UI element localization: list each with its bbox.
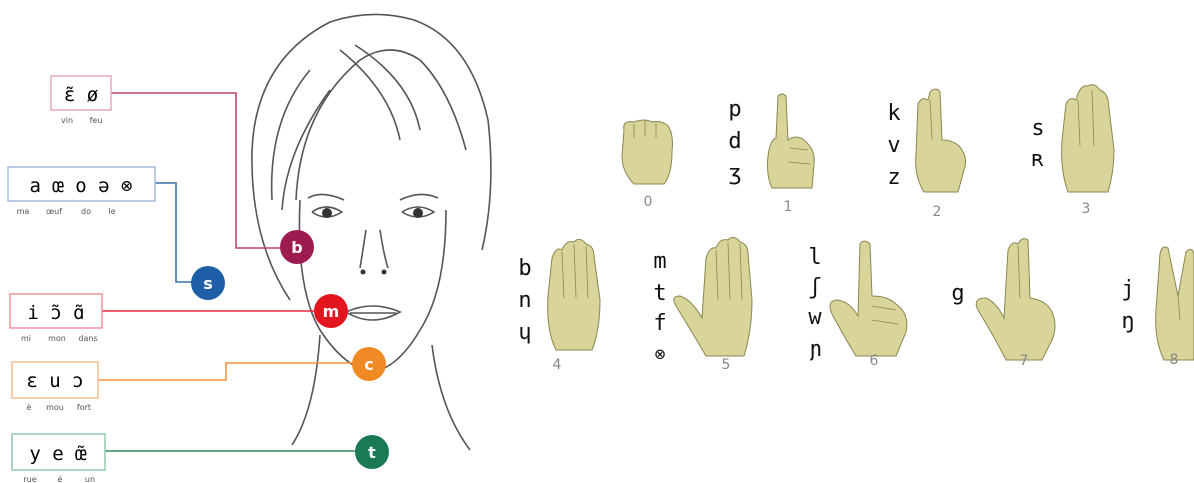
consonant: w (808, 305, 822, 330)
handshape-2 (916, 89, 966, 192)
position-m: m (314, 294, 348, 328)
position-letter: s (203, 274, 213, 293)
vowel-symbols-b: ɛ̃ ø (64, 84, 98, 106)
handshape-6 (830, 241, 907, 356)
position-letter: c (364, 355, 373, 374)
vowel-box-b: ɛ̃ ø vin feu (51, 76, 111, 125)
vowel-word: un (85, 475, 95, 483)
consonant: ʀ (1031, 147, 1044, 172)
consonant: p (728, 97, 741, 122)
handshape-8 (1156, 247, 1194, 360)
handshape-5 (674, 237, 752, 356)
consonant: s (1031, 116, 1044, 141)
consonant: f (653, 311, 666, 336)
handshape-number: 6 (870, 353, 879, 369)
consonant: n (518, 288, 531, 313)
consonant: k (887, 101, 900, 126)
left-eye-pupil (322, 208, 332, 218)
vowel-word: vin (61, 116, 73, 125)
vowel-box-m: i ɔ̃ ɑ̃ mi mon dans (10, 294, 102, 343)
position-letter: b (291, 238, 302, 257)
vowel-word: mou (46, 403, 64, 412)
vowel-word: é (58, 474, 63, 483)
vowel-word: mon (48, 334, 66, 343)
handshape-0 (622, 120, 673, 184)
position-letter: t (368, 443, 376, 462)
consonant: b (518, 256, 531, 281)
handshape-4 (548, 239, 600, 350)
vowel-word: rue (23, 475, 36, 483)
connector-s (155, 183, 208, 282)
face-drawing (252, 14, 491, 450)
vowel-word: feu (90, 116, 103, 125)
consonant: ɥ (518, 320, 531, 345)
vowel-symbols-s: a œ o ə ⊗ (30, 175, 133, 197)
vowel-word: do (81, 207, 91, 216)
consonant: ⊗ (655, 344, 666, 365)
position-letter: m (323, 302, 340, 321)
vowel-word: mi (21, 334, 31, 343)
consonant: j (1121, 277, 1134, 302)
handshape-number: 1 (784, 199, 793, 215)
consonant: t (653, 281, 666, 306)
handshape-number: 7 (1020, 353, 1029, 369)
handshape-number: 3 (1082, 201, 1091, 217)
consonant: ŋ (1121, 309, 1134, 334)
position-c: c (352, 347, 386, 381)
consonant: ɲ (808, 337, 821, 362)
consonant: l (808, 245, 821, 270)
right-nostril (382, 270, 387, 275)
left-nostril (361, 270, 366, 275)
vowel-symbols-m: i ɔ̃ ɑ̃ (27, 302, 84, 324)
vowel-word: œuf (46, 207, 62, 216)
vowel-symbols-c: ɛ u ɔ (26, 370, 83, 392)
position-t: t (355, 435, 389, 469)
consonant: m (653, 249, 666, 274)
consonant: ʃ (808, 275, 821, 300)
right-eye-pupil (413, 208, 423, 218)
handshape-number: 8 (1170, 352, 1179, 368)
vowel-word: fort (77, 403, 91, 412)
consonant: g (951, 281, 964, 306)
handshape-number: 0 (644, 194, 653, 210)
vowel-box-c: ɛ u ɔ è mou fort (12, 362, 98, 412)
position-s: s (191, 266, 225, 300)
handshape-number: 2 (933, 204, 942, 220)
vowel-word: è (27, 402, 32, 412)
vowel-box-t: y e œ̃ rue é un (12, 434, 105, 483)
position-b: b (280, 230, 314, 264)
handshape-7 (976, 239, 1055, 360)
handshape-number: 4 (553, 357, 562, 373)
vowel-word: dans (78, 334, 97, 343)
vowel-word: le (108, 207, 115, 216)
handshape-3 (1062, 85, 1114, 192)
consonant: d (728, 129, 741, 154)
consonant: ʒ (728, 161, 741, 186)
connector-c (98, 363, 368, 380)
consonant: v (887, 133, 900, 158)
vowel-word: ma (17, 207, 30, 216)
handshape-number: 5 (722, 357, 731, 373)
vowel-symbols-t: y e œ̃ (29, 443, 87, 465)
handshape-1 (768, 94, 815, 188)
vowel-box-s: a œ o ə ⊗ ma œuf do le (8, 167, 155, 216)
connector-lines (98, 93, 372, 451)
consonant: z (887, 165, 900, 190)
